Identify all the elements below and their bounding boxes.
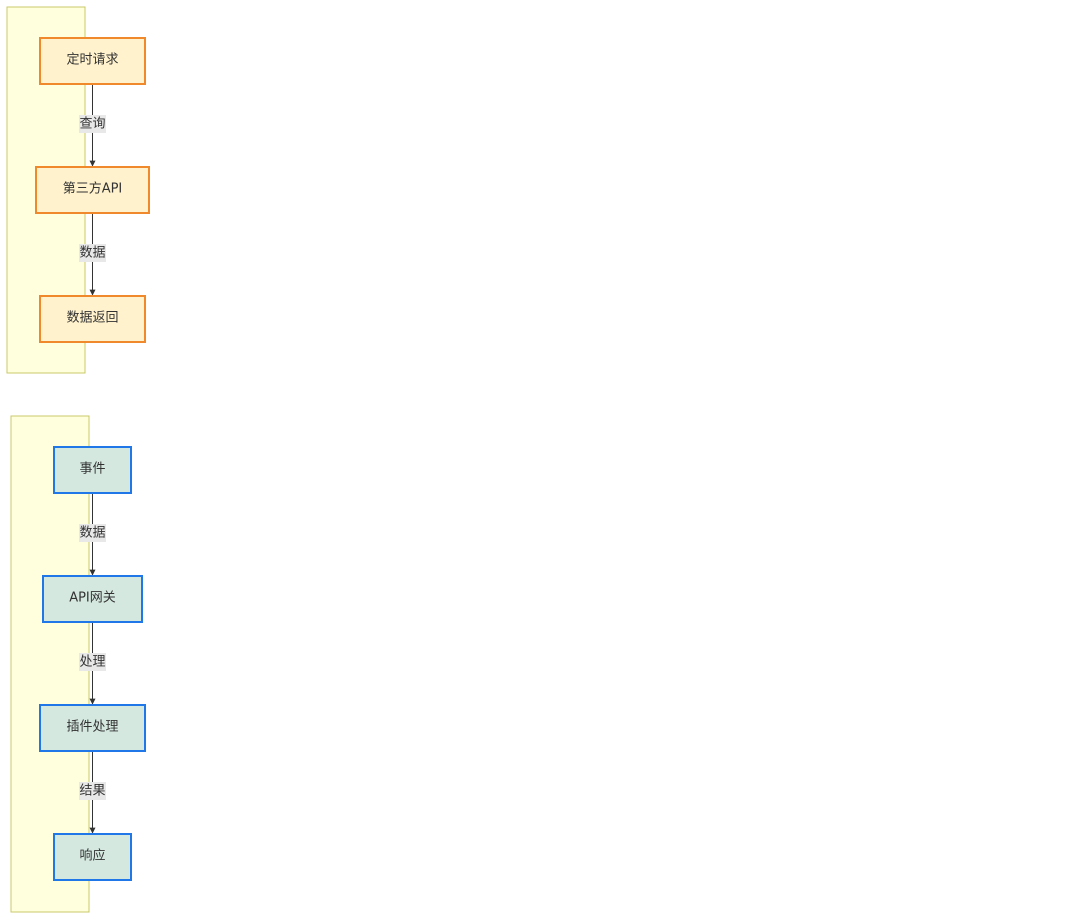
node-box: [39, 704, 146, 752]
node-label: 第三方API: [63, 181, 123, 197]
node-api-gateway[interactable]: API网关: [42, 575, 143, 623]
edge-label-background: [79, 653, 106, 671]
cluster-scheduled: 查询 数据 定时请求 第三方API 数据返回: [6, 6, 150, 374]
node-response[interactable]: 响应: [53, 833, 132, 881]
node-label: 插件处理: [66, 720, 118, 735]
edge-event-to-gateway: 数据: [79, 493, 106, 576]
node-label: 数据返回: [66, 311, 118, 326]
edge-plugin-to-response: 结果: [79, 751, 106, 834]
node-label: API网关: [69, 591, 116, 606]
node-box: [42, 575, 143, 623]
node-label: 事件: [79, 462, 105, 477]
edge-label-data: 数据: [79, 246, 105, 261]
node-box: [53, 833, 132, 881]
node-label: 响应: [79, 848, 105, 864]
node-event[interactable]: 事件: [53, 446, 132, 494]
edge-label-result: 结果: [79, 784, 105, 799]
edge-label-query: 查询: [79, 117, 105, 132]
edge-label-background: [79, 244, 106, 262]
edge-label-background: [79, 115, 106, 133]
node-box: [39, 295, 146, 343]
node-timer-request[interactable]: 定时请求: [39, 37, 146, 85]
node-box: [39, 37, 146, 85]
node-third-party-api[interactable]: 第三方API: [35, 166, 150, 214]
cluster-event-driven: 数据 处理 结果 事件 API网关 插件处理 响应: [10, 415, 146, 913]
node-box: [35, 166, 150, 214]
edge-label-data: 数据: [79, 526, 105, 541]
edge-gateway-to-plugin: 处理: [79, 622, 106, 705]
node-data-return[interactable]: 数据返回: [39, 295, 146, 343]
node-box: [53, 446, 132, 494]
node-plugin-processing[interactable]: 插件处理: [39, 704, 146, 752]
edge-label-process: 处理: [79, 655, 105, 670]
node-label: 定时请求: [66, 53, 118, 68]
edge-label-background: [79, 524, 106, 542]
edge-timer-to-third-api: 查询: [79, 84, 106, 167]
cluster-event-driven-background: [10, 415, 90, 913]
edge-label-background: [79, 782, 106, 800]
edge-third-api-to-data-return: 数据: [79, 213, 106, 296]
